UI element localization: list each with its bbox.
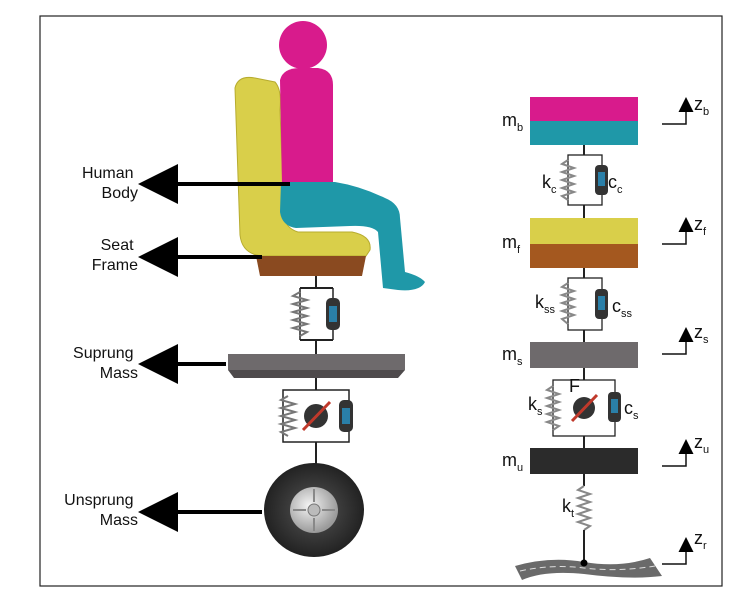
zr-arrow-icon: [662, 537, 694, 565]
zb-label: zb: [694, 94, 709, 118]
seat-suspension-illustration: [289, 276, 340, 354]
sprung-mass-plate: [228, 354, 405, 378]
zu-arrow-icon: [662, 439, 694, 467]
zf-label: zf: [694, 214, 707, 238]
seat-illustration: [234, 77, 371, 276]
zu-label: zu: [694, 432, 709, 456]
seat-frame-label: Seat Frame: [92, 237, 138, 274]
mass-f-label: mf: [502, 232, 521, 256]
human-torso: [280, 68, 333, 185]
tire-icon: [264, 463, 364, 557]
actuator-f-label: F: [569, 376, 580, 396]
human-body-label: Human Body: [82, 165, 138, 202]
human-legs: [280, 182, 425, 291]
spring-kt: [574, 485, 594, 531]
main-suspension-illustration: [277, 378, 353, 470]
mass-u-label: mu: [502, 450, 523, 474]
damper-cc-label: cc: [608, 172, 623, 196]
mass-s-label: ms: [502, 344, 523, 368]
spring-kc-label: kc: [542, 172, 557, 196]
mass-u-block: [530, 448, 638, 474]
spring-ks: [543, 385, 563, 431]
spring-kss: [558, 282, 578, 325]
mass-f-block: [530, 218, 638, 244]
zs-arrow-icon: [662, 327, 694, 355]
zr-label: zr: [694, 528, 707, 552]
zb-arrow-icon: [662, 97, 694, 125]
zf-arrow-icon: [662, 217, 694, 245]
lumped-model: [515, 97, 662, 580]
spring-ks-label: ks: [528, 394, 543, 418]
human-head: [279, 21, 327, 69]
mass-s-block: [530, 342, 638, 368]
displacement-indicators: [662, 97, 694, 565]
damper-css-label: css: [612, 296, 633, 320]
human-figure: [279, 21, 425, 291]
unsprung-mass-label: Unsprung Mass: [64, 492, 138, 529]
damper-cs-label: cs: [624, 398, 639, 422]
mass-b-label: mb: [502, 110, 523, 134]
mass-b-block: [530, 97, 638, 121]
road-surface: [515, 558, 662, 580]
zs-label: zs: [694, 322, 709, 346]
spring-kc: [558, 159, 578, 201]
spring-kss-label: kss: [535, 292, 556, 316]
left-pointer-arrows: [138, 164, 290, 532]
seat-frame-block: [256, 256, 366, 276]
spring-kt-label: kt: [562, 496, 574, 520]
suprung-mass-label: Suprung Mass: [73, 345, 138, 382]
